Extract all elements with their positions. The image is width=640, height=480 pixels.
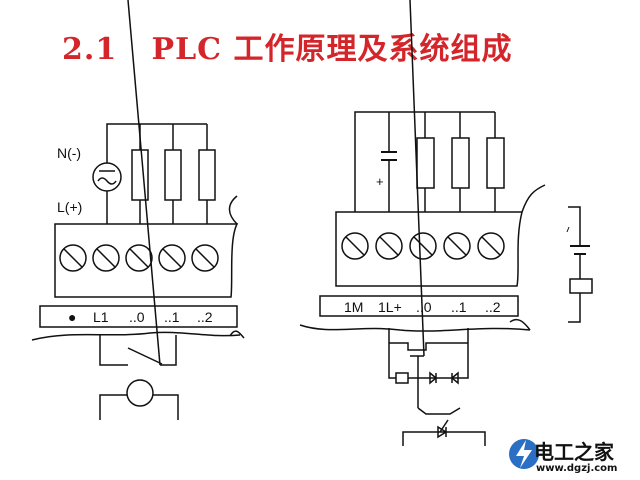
load-resistor-icon — [164, 149, 182, 201]
load-resistor-icon — [416, 137, 435, 189]
relay-coil-icon — [569, 278, 593, 294]
left-ac-output-module — [31, 0, 245, 420]
screw-terminals — [59, 244, 219, 272]
right-dc-output-module — [299, 0, 593, 446]
light-arrow-icon — [439, 419, 449, 433]
terminal-label: 1L+ — [378, 299, 402, 315]
zener-diode-icon — [450, 371, 459, 385]
supply-n-label: N(-) — [57, 145, 81, 161]
load-resistor-icon — [198, 149, 216, 201]
terminal-label: ..0 — [129, 309, 145, 325]
ac-source-icon — [92, 162, 122, 192]
dgzj-logo-icon — [509, 439, 539, 469]
slide-title: 2.1 PLC 工作原理及系统组成 — [62, 32, 513, 67]
terminal-label-strip — [319, 295, 519, 317]
lamp-icon — [99, 379, 179, 420]
load-resistor-icon — [486, 137, 505, 189]
switch-icon — [99, 0, 177, 366]
logo-name: 电工之家 — [534, 440, 614, 464]
terminal-block — [54, 223, 239, 298]
terminal-label: ..1 — [451, 299, 467, 315]
photodiode-icon — [437, 425, 448, 439]
zener-diode-icon — [429, 371, 438, 385]
terminal-label: ● — [68, 309, 76, 325]
terminal-label-strip — [39, 305, 238, 328]
mosfet-output-circuit — [388, 0, 486, 446]
terminal-label: 1M — [344, 299, 363, 315]
terminal-label: ..2 — [197, 309, 213, 325]
capacitor-plus-label: + — [376, 174, 384, 189]
terminal-label: L1 — [93, 309, 109, 325]
terminal-label: ..0 — [416, 299, 432, 315]
load-resistor-icon — [451, 137, 470, 189]
terminal-label: ..1 — [164, 309, 180, 325]
logo-url: www.dgzj.com — [536, 463, 618, 474]
terminal-block — [335, 211, 523, 287]
supply-l-label: L(+) — [57, 199, 82, 215]
external-dc-circuit — [566, 206, 593, 323]
terminal-label: ..2 — [485, 299, 501, 315]
screw-terminals — [341, 232, 505, 260]
